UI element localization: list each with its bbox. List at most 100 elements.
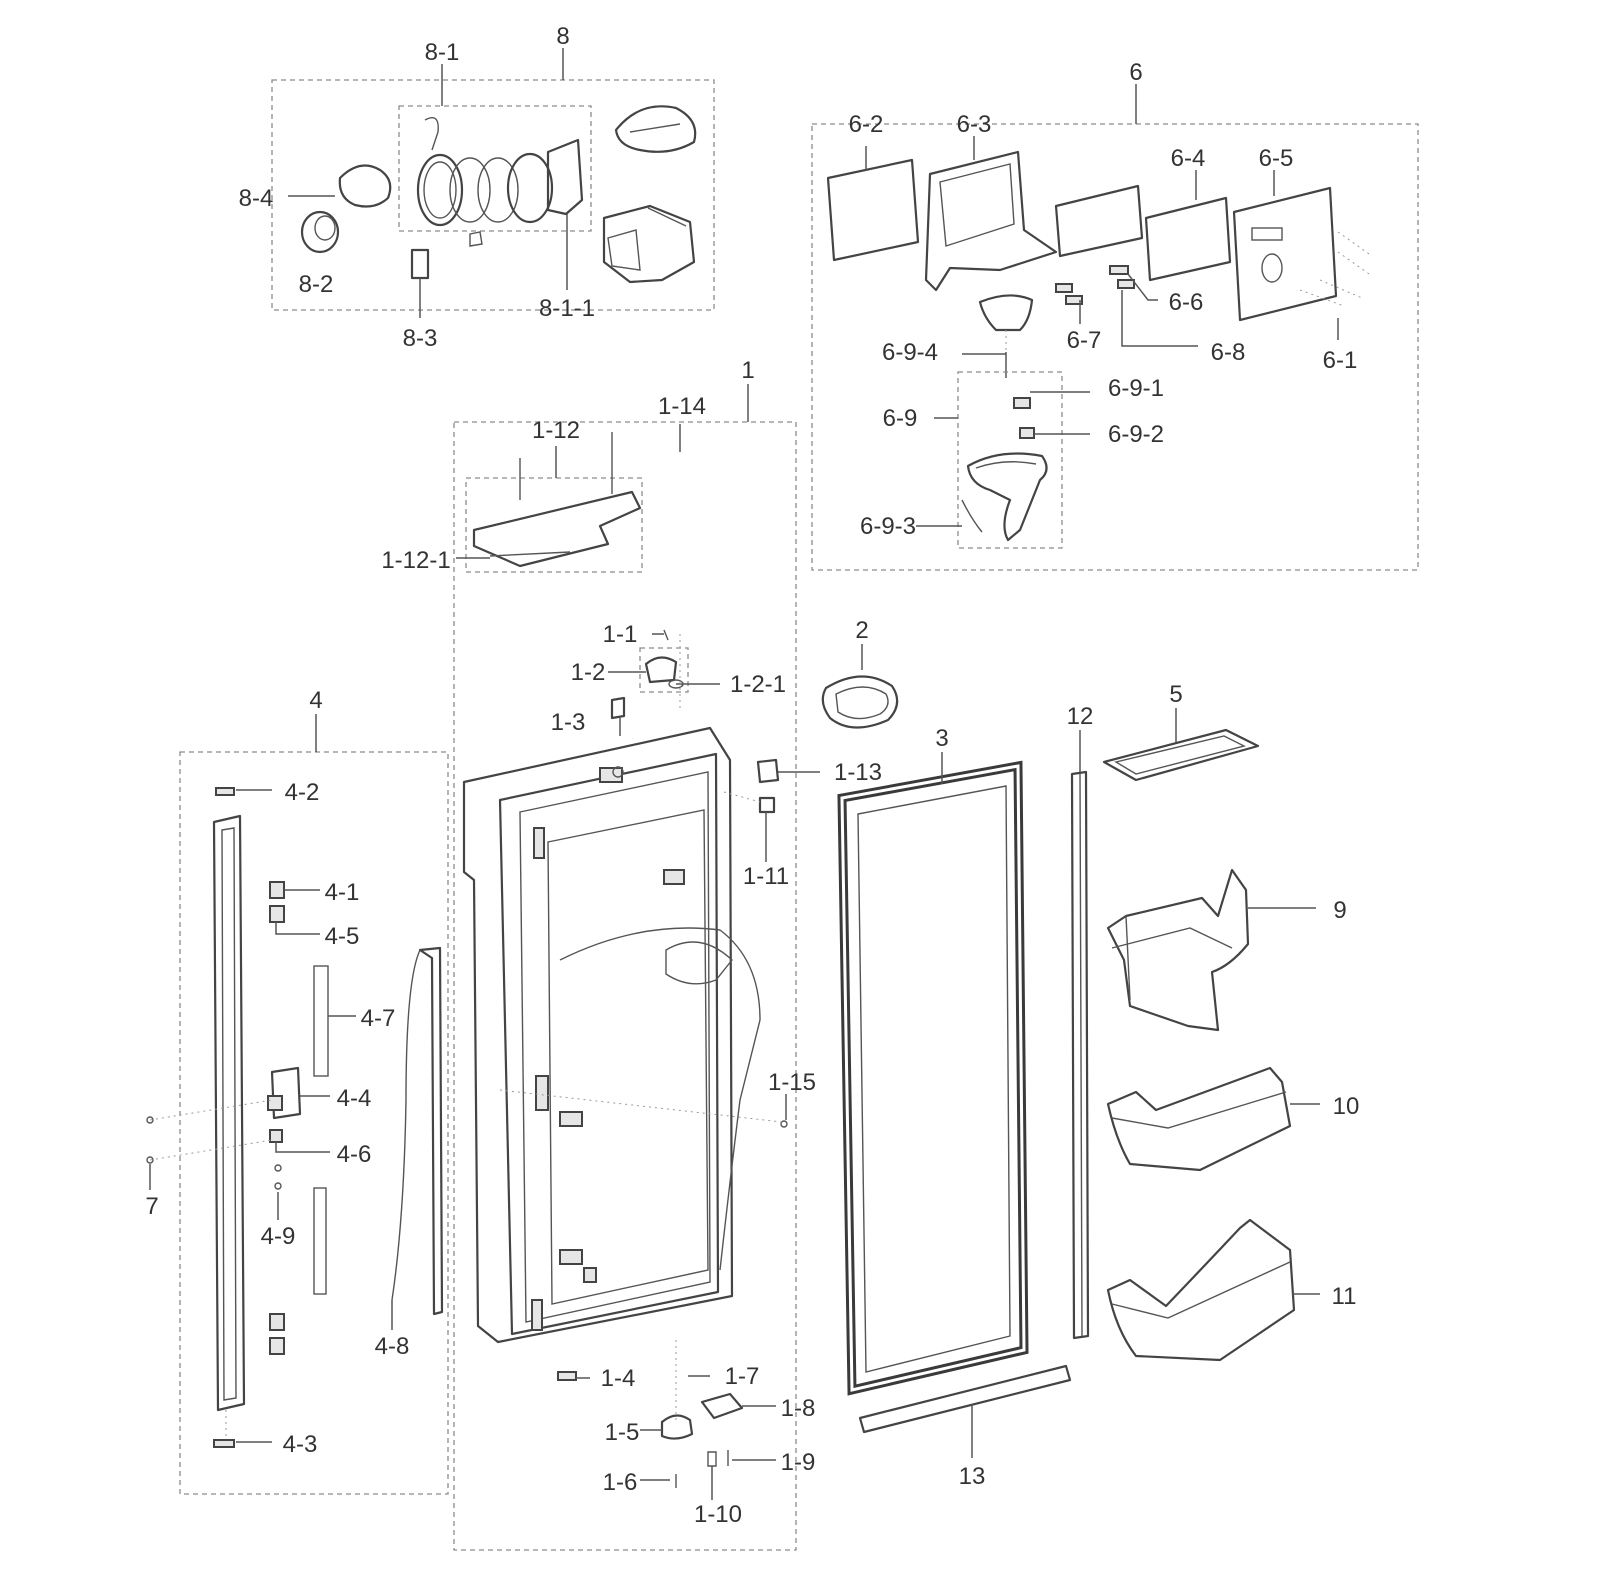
label-1-11: 1-11 bbox=[743, 863, 789, 890]
label-6-9-2: 6-9-2 bbox=[1108, 421, 1164, 448]
label-1-6: 1-6 bbox=[603, 1469, 638, 1496]
label-1-1: 1-1 bbox=[603, 621, 638, 648]
part-labels: 8 8-1 8-4 8-2 8-3 8-1-1 6 6-2 6-3 6-4 6-… bbox=[145, 23, 1359, 1528]
part-8-1-gear-assembly bbox=[416, 117, 584, 290]
label-1-15: 1-15 bbox=[768, 1069, 816, 1096]
part-6-screws bbox=[1299, 231, 1373, 340]
label-10: 10 bbox=[1333, 1093, 1360, 1120]
part-7-screws bbox=[146, 1116, 154, 1190]
part-4-2-cap bbox=[215, 787, 272, 796]
part-3-door-gasket bbox=[837, 752, 1029, 1396]
label-6-1: 6-1 bbox=[1323, 347, 1358, 374]
part-10-bin bbox=[1106, 1066, 1320, 1172]
part-4-3-cap bbox=[213, 1410, 272, 1448]
part-1-2-hinge bbox=[608, 629, 720, 708]
part-4-8-cable bbox=[391, 946, 444, 1330]
label-5: 5 bbox=[1169, 681, 1182, 708]
group-6-box bbox=[811, 123, 1419, 571]
part-8-2-motor bbox=[300, 210, 340, 254]
label-6-9-3: 6-9-3 bbox=[860, 513, 916, 540]
label-4-7: 4-7 bbox=[361, 1005, 396, 1032]
label-6-3: 6-3 bbox=[957, 111, 992, 138]
part-1-15-screw bbox=[499, 1089, 788, 1128]
label-1-14: 1-14 bbox=[658, 393, 706, 420]
label-1-5: 1-5 bbox=[605, 1419, 640, 1446]
part-6-5-cover-plate bbox=[1232, 170, 1338, 322]
part-4-4-4-6-mount bbox=[149, 1066, 330, 1161]
part-1-13-1-11-switch bbox=[723, 758, 820, 862]
group-6 bbox=[811, 84, 1419, 571]
part-4-lower-clips bbox=[269, 1313, 285, 1355]
label-8-3: 8-3 bbox=[403, 325, 438, 352]
label-6: 6 bbox=[1129, 59, 1142, 86]
label-4-9: 4-9 bbox=[261, 1223, 296, 1250]
part-4-7-strip bbox=[313, 965, 356, 1077]
label-2: 2 bbox=[855, 617, 868, 644]
part-1-7-1-8-hinge-plate bbox=[688, 1375, 776, 1500]
label-1-3: 1-3 bbox=[551, 709, 586, 736]
part-2-cap bbox=[821, 644, 899, 729]
group-8-1-box bbox=[398, 105, 592, 232]
label-4-5: 4-5 bbox=[325, 923, 360, 950]
label-6-9-4: 6-9-4 bbox=[882, 339, 938, 366]
label-9: 9 bbox=[1333, 897, 1346, 924]
label-1-9: 1-9 bbox=[781, 1449, 816, 1476]
label-13: 13 bbox=[959, 1463, 986, 1490]
part-8-3-bracket bbox=[410, 248, 430, 318]
part-1-6-screw bbox=[640, 1474, 677, 1488]
label-4-4: 4-4 bbox=[337, 1085, 372, 1112]
label-6-4: 6-4 bbox=[1171, 145, 1206, 172]
label-7: 7 bbox=[145, 1193, 158, 1220]
label-4-6: 4-6 bbox=[337, 1141, 372, 1168]
label-1-4: 1-4 bbox=[601, 1365, 636, 1392]
part-4-1-4-5-clips bbox=[269, 881, 320, 935]
label-1-13: 1-13 bbox=[834, 759, 882, 786]
group-8 bbox=[271, 48, 715, 318]
label-6-9-1: 6-9-1 bbox=[1108, 375, 1164, 402]
group-1-box bbox=[453, 421, 797, 1551]
part-1-3-clip bbox=[610, 696, 626, 736]
label-8-4: 8-4 bbox=[239, 185, 274, 212]
label-11: 11 bbox=[1332, 1283, 1357, 1310]
label-6-5: 6-5 bbox=[1259, 145, 1294, 172]
part-4-9-bead bbox=[274, 1164, 282, 1220]
part-8-4-cover bbox=[288, 164, 392, 208]
part-1-12-cover bbox=[456, 432, 642, 568]
label-1-10: 1-10 bbox=[694, 1501, 742, 1528]
label-1-8: 1-8 bbox=[781, 1395, 816, 1422]
label-1-12-1: 1-12-1 bbox=[381, 547, 450, 574]
label-8: 8 bbox=[556, 23, 569, 50]
label-1-2-1: 1-2-1 bbox=[730, 671, 786, 698]
part-4-strip-lower bbox=[313, 1187, 327, 1295]
label-12: 12 bbox=[1067, 703, 1094, 730]
label-6-6: 6-6 bbox=[1169, 289, 1204, 316]
group-1-2-box bbox=[639, 647, 689, 693]
label-6-7: 6-7 bbox=[1067, 327, 1102, 354]
label-8-1: 8-1 bbox=[425, 39, 460, 66]
part-1-door-liner bbox=[462, 726, 761, 1344]
group-1 bbox=[453, 384, 820, 1551]
part-12-seal-strip bbox=[1070, 730, 1090, 1340]
part-6-4-board bbox=[1054, 170, 1232, 282]
group-6-9-box bbox=[957, 371, 1063, 549]
part-6-9-actuator bbox=[916, 391, 1090, 542]
label-6-8: 6-8 bbox=[1211, 339, 1246, 366]
part-1-5-cam bbox=[640, 1340, 694, 1440]
label-1: 1 bbox=[741, 357, 754, 384]
part-8-ice-tray bbox=[614, 105, 697, 153]
label-6-9: 6-9 bbox=[883, 405, 918, 432]
label-4-3: 4-3 bbox=[283, 1431, 318, 1458]
part-5-tray bbox=[1102, 708, 1260, 782]
label-4-8: 4-8 bbox=[375, 1333, 410, 1360]
label-4-1: 4-1 bbox=[325, 879, 360, 906]
part-9-bin bbox=[1106, 868, 1316, 1032]
label-1-7: 1-7 bbox=[725, 1363, 760, 1390]
part-8-auger-housing bbox=[602, 204, 696, 284]
group-4 bbox=[149, 714, 449, 1495]
label-8-2: 8-2 bbox=[299, 271, 334, 298]
group-4-box bbox=[179, 751, 449, 1495]
part-6-chute bbox=[962, 294, 1034, 378]
part-13-bottom-strip bbox=[858, 1364, 1072, 1458]
part-1-4-spring bbox=[557, 1371, 590, 1381]
label-1-12: 1-12 bbox=[532, 417, 580, 444]
